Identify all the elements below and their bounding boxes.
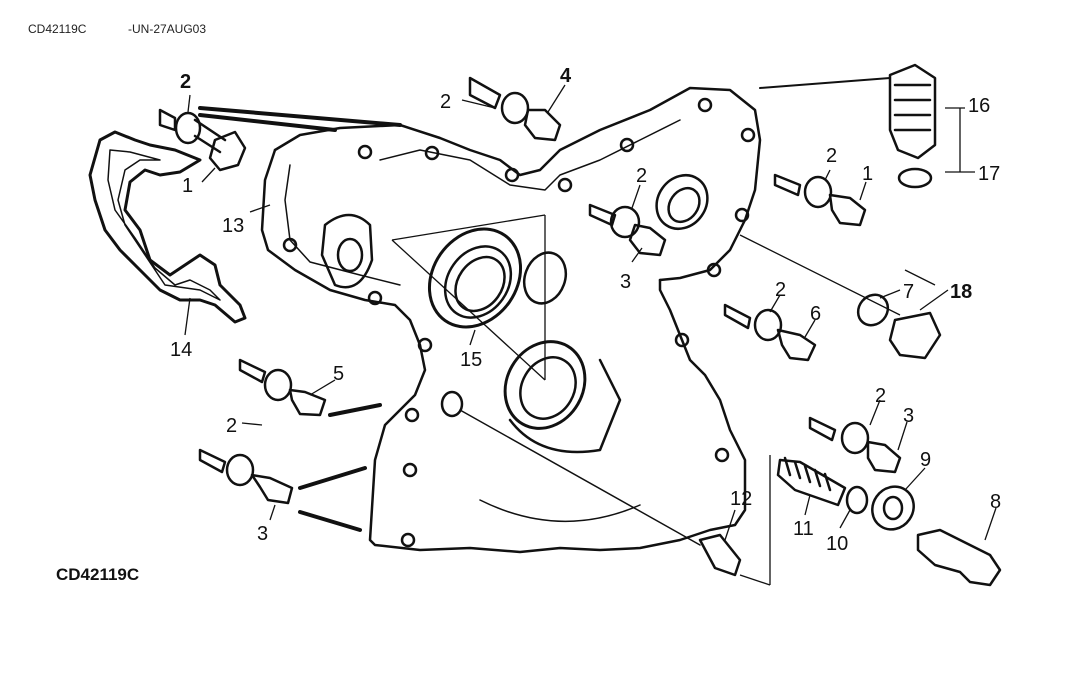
callout-label: 2 (826, 145, 837, 167)
callout-label: 18 (950, 281, 972, 303)
callout-label: 5 (333, 363, 344, 385)
callout-label: 15 (460, 349, 482, 371)
gasket (88, 130, 247, 324)
callout-label: 11 (793, 518, 814, 540)
callout-label: 2 (180, 71, 191, 93)
callout-label: 12 (730, 488, 752, 510)
callout-label: 7 (903, 281, 914, 303)
callout-label: 2 (875, 385, 886, 407)
timing-cover (273, 86, 762, 282)
callout-label: 3 (620, 271, 631, 293)
callout-label: 2 (440, 91, 451, 113)
callout-label: 14 (170, 339, 192, 361)
callout-label: 2 (636, 165, 647, 187)
callout-label: 3 (903, 405, 914, 427)
callout-labels: 2 1 2 4 2 3 2 1 16 17 7 18 2 6 2 3 9 8 1… (170, 65, 1001, 555)
callout-label: 8 (990, 491, 1001, 513)
callout-label: 2 (775, 279, 786, 301)
callout-label: 6 (810, 303, 821, 325)
callout-label: 13 (222, 215, 244, 237)
callout-label: 17 (978, 163, 1000, 185)
callout-label: 1 (182, 175, 193, 197)
callout-label: 1 (862, 163, 873, 185)
header-ref: CD42119C (28, 22, 87, 36)
callout-label: 3 (257, 523, 268, 545)
callout-label: 9 (920, 449, 931, 471)
callout-label: 16 (968, 95, 990, 117)
callout-label: 4 (560, 65, 572, 87)
figure-id: CD42119C (56, 565, 140, 584)
bolt-group-upper-left (158, 108, 247, 172)
callout-label: 10 (826, 533, 848, 555)
header-stamp: -UN-27AUG03 (128, 22, 207, 36)
callout-label: 2 (226, 415, 237, 437)
